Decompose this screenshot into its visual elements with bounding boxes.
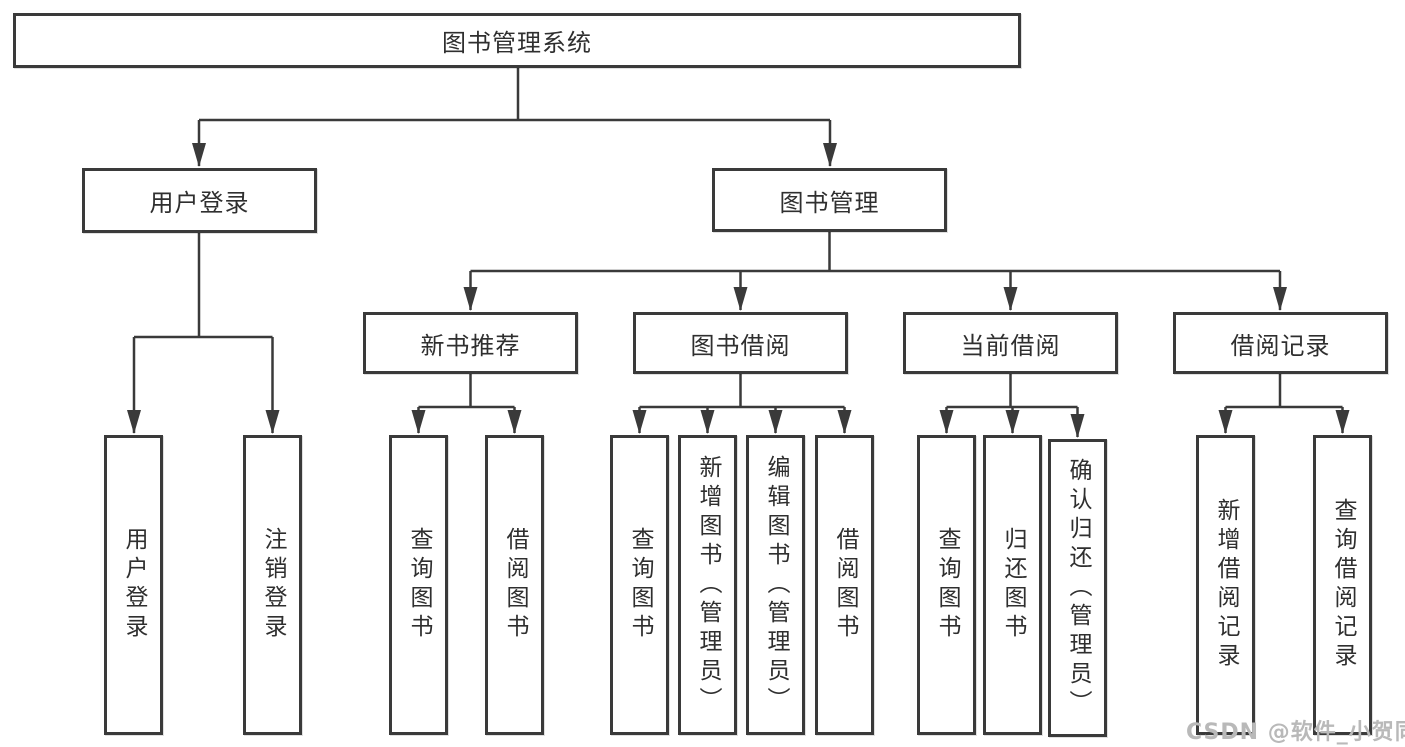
node-book-management: 图书管理 [712, 168, 947, 232]
node-label: 当前借阅 [960, 331, 1061, 360]
node-library-management-system: 图书管理系统 [13, 13, 1021, 68]
leaf-borrow-books: 借阅图书 [485, 435, 544, 735]
leaf-return-books: 归还图书 [983, 435, 1042, 735]
leaf-edit-books-admin: 编辑图书（管理员） [746, 435, 805, 735]
leaf-query-books: 查询图书 [610, 435, 669, 735]
leaf-query-books: 查询图书 [389, 435, 448, 735]
node-label: 新书推荐 [420, 331, 521, 360]
leaf-logout: 注销登录 [243, 435, 302, 735]
leaf-user-login: 用户登录 [104, 435, 163, 735]
node-label: 查询图书 [406, 527, 432, 643]
node-label: 查询图书 [627, 527, 653, 643]
node-label: 借阅图书 [832, 527, 858, 643]
leaf-add-books-admin: 新增图书（管理员） [678, 435, 737, 735]
node-label: 借阅记录 [1230, 331, 1331, 360]
node-label: 用户登录 [149, 189, 250, 217]
node-label: 确认归还（管理员） [1065, 457, 1091, 719]
node-label: 查询图书 [934, 527, 960, 643]
node-label: 编辑图书（管理员） [763, 454, 789, 716]
leaf-borrow-books: 借阅图书 [815, 435, 874, 735]
leaf-query-borrow-record: 查询借阅记录 [1313, 435, 1372, 735]
csdn-watermark: CSDN @软件_小贺同学 [1186, 720, 1405, 745]
node-label: 用户登录 [121, 527, 147, 643]
leaf-query-books: 查询图书 [917, 435, 976, 735]
leaf-confirm-return-admin: 确认归还（管理员） [1048, 439, 1107, 737]
node-label: 注销登录 [260, 527, 286, 643]
node-current-borrowing: 当前借阅 [903, 312, 1118, 374]
node-label: 图书借阅 [690, 331, 791, 360]
node-label: 借阅图书 [502, 527, 528, 643]
node-label: 图书管理 [779, 188, 880, 217]
node-label: 新增图书（管理员） [695, 454, 721, 716]
node-book-borrowing: 图书借阅 [633, 312, 848, 374]
node-label: 归还图书 [1000, 527, 1026, 643]
node-label: 图书管理系统 [442, 29, 592, 57]
node-label: 查询借阅记录 [1330, 498, 1356, 672]
node-user-login: 用户登录 [82, 168, 317, 233]
node-label: 新增借阅记录 [1213, 498, 1239, 672]
leaf-add-borrow-record: 新增借阅记录 [1196, 435, 1255, 735]
node-new-book-recommendation: 新书推荐 [363, 312, 578, 374]
node-borrowing-records: 借阅记录 [1173, 312, 1388, 374]
